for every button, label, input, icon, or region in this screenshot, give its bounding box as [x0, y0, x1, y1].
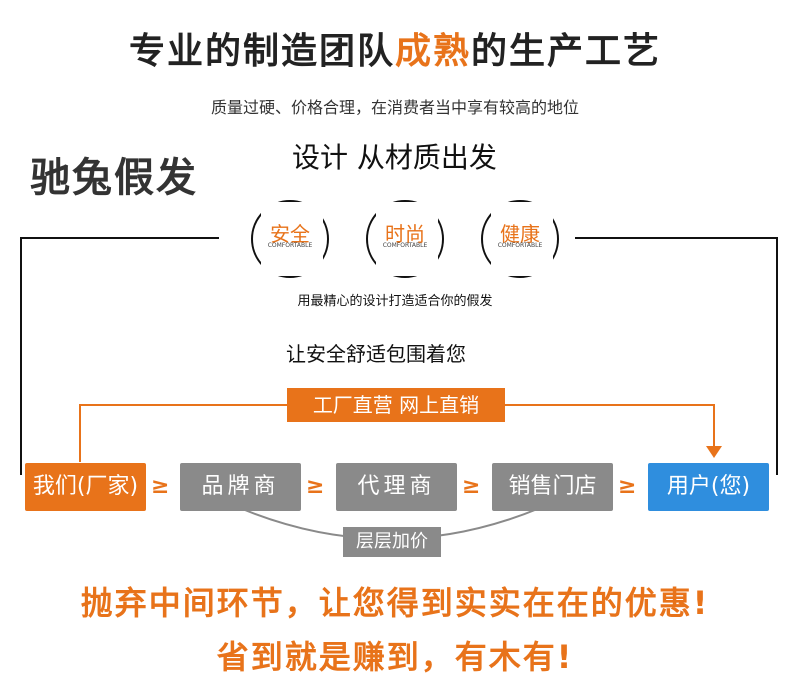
headline-part2: 的生产工艺: [471, 31, 662, 72]
craft-text: 用最精心的设计打造适合你的假发: [297, 294, 493, 309]
direct-path-left: [79, 404, 81, 462]
user-box: 用户(您): [648, 463, 769, 511]
feature-sub: COMFORTABLE: [497, 242, 543, 249]
chevron-right-icon: ≥: [151, 474, 170, 499]
feature-sub: COMFORTABLE: [382, 242, 428, 249]
feature-label: 健康: [500, 222, 540, 246]
brand-dealer-box: 品牌商: [180, 463, 301, 511]
chevron-right-icon: ≥: [462, 474, 481, 499]
feature-ring-safety: 安全 COMFORTABLE: [251, 200, 329, 278]
arrow-down-icon: [706, 446, 722, 458]
feature-ring-fashion: 时尚 COMFORTABLE: [366, 200, 444, 278]
store-box: 销售门店: [492, 463, 613, 511]
chevron-right-icon: ≥: [618, 474, 637, 499]
direct-path-right: [713, 404, 715, 452]
main-headline: 专业的制造团队成熟的生产工艺: [0, 22, 790, 74]
feature-label: 时尚: [385, 222, 425, 246]
factory-direct-label: 工厂直营 网上直销: [287, 388, 505, 422]
agent-box: 代理商: [336, 463, 457, 511]
promo-line-2: 省到就是赚到，有木有!: [216, 638, 574, 676]
promo-line-1: 抛弃中间环节，让您得到实实在在的优惠!: [80, 584, 710, 622]
feature-ring-health: 健康 COMFORTABLE: [481, 200, 559, 278]
feature-label: 安全: [270, 222, 310, 246]
design-slogan: 设计 从材质出发: [292, 141, 497, 174]
headline-part1: 专业的制造团队: [128, 31, 395, 72]
chevron-right-icon: ≥: [306, 474, 325, 499]
brand-name: 驰兔假发: [30, 155, 198, 201]
headline-highlight: 成熟: [394, 31, 471, 72]
frame-right-line: [776, 237, 778, 475]
markup-label: 层层加价: [343, 527, 441, 557]
frame-top-right-line: [575, 237, 778, 239]
feature-sub: COMFORTABLE: [267, 242, 313, 249]
factory-box: 我们(厂家): [25, 463, 146, 511]
comfort-text: 让安全舒适包围着您: [286, 342, 466, 366]
frame-left-line: [20, 237, 22, 475]
frame-top-left-line: [22, 237, 219, 239]
subtitle: 质量过硬、价格合理，在消费者当中享有较高的地位: [210, 98, 579, 117]
